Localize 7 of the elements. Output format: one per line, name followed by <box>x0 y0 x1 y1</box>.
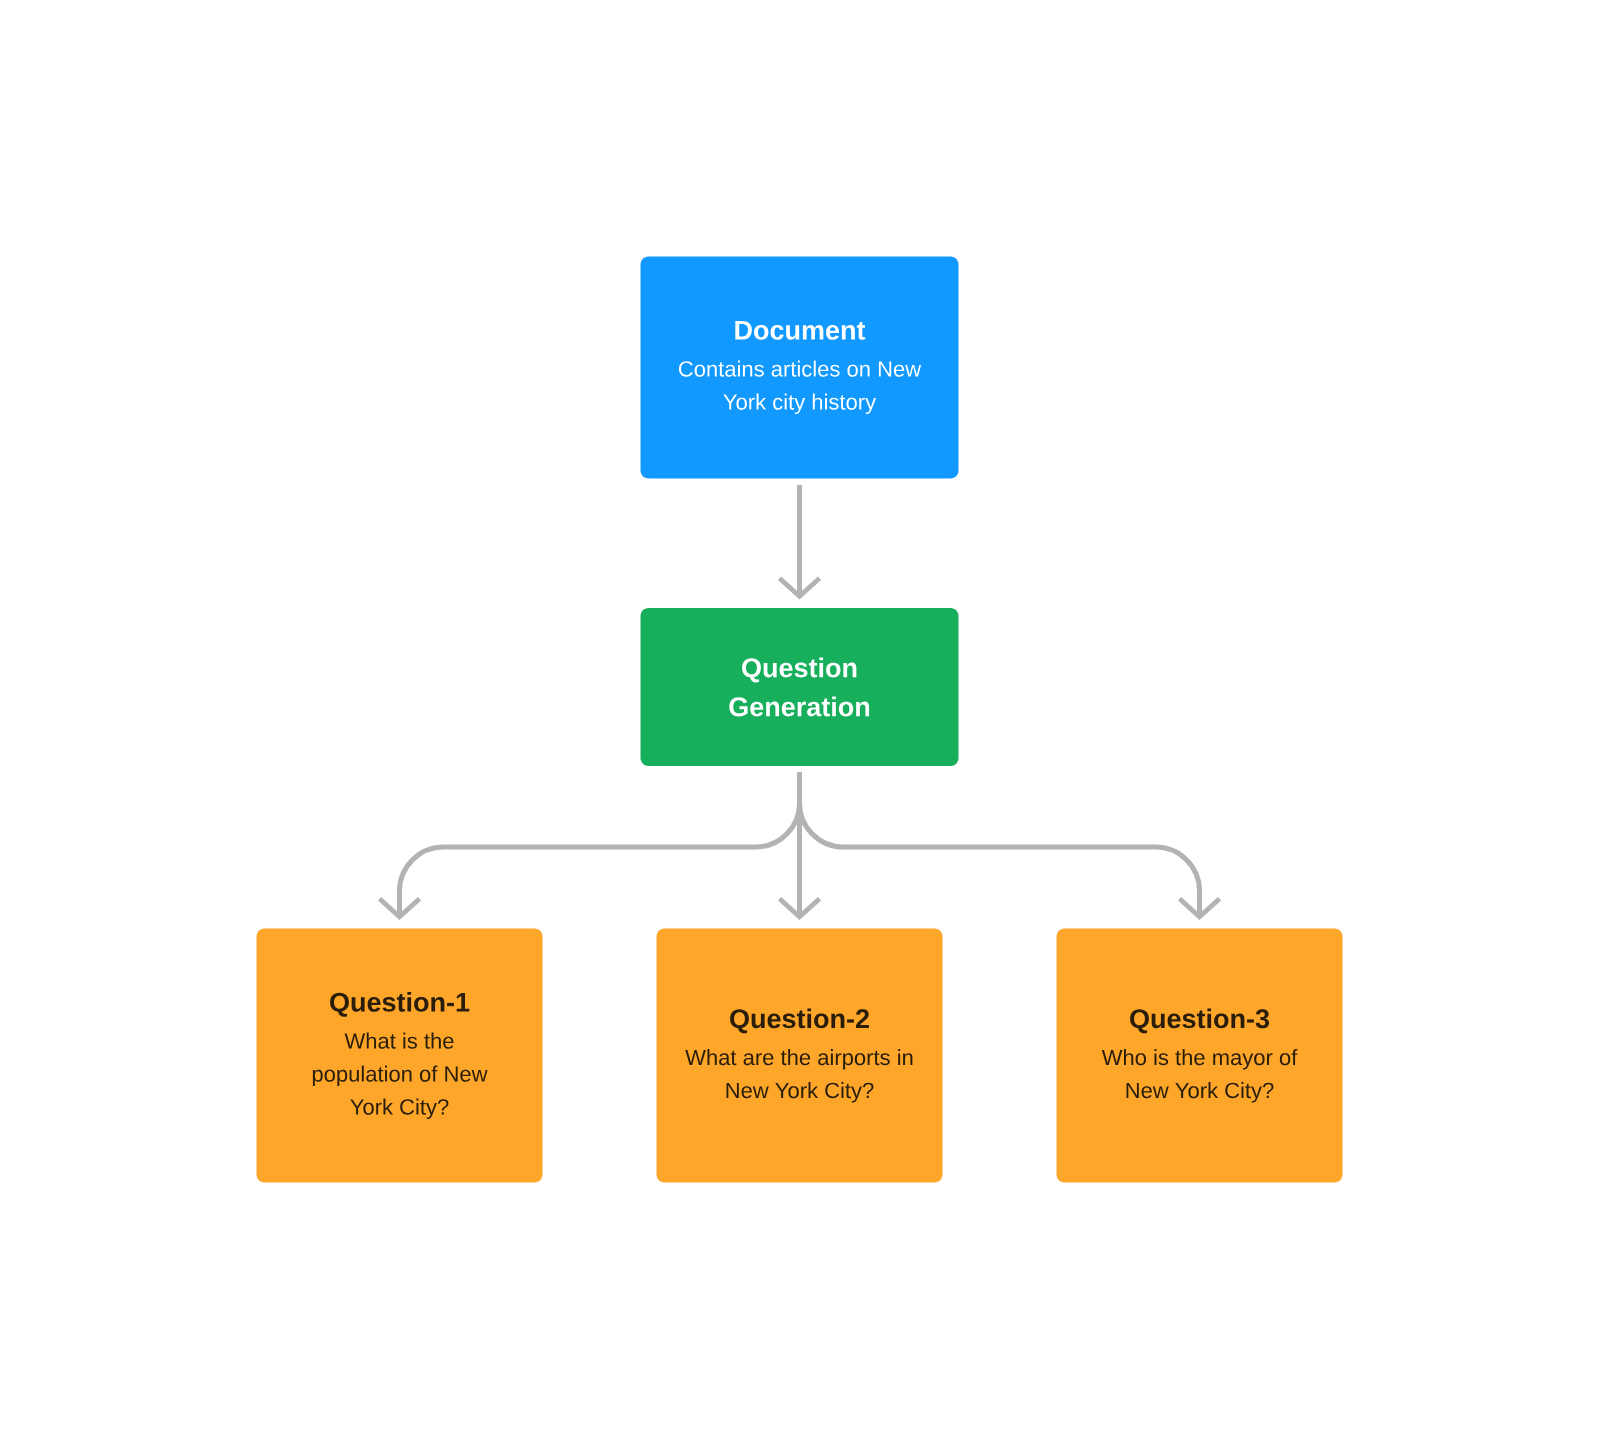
arrow <box>797 772 1222 921</box>
process-box: Question-3 Who is the mayor of New York City? <box>1056 928 1343 1183</box>
arrow <box>777 484 822 600</box>
process-box: Question Generation <box>640 608 959 766</box>
process-box: Question-1 What is the population of New York City? <box>256 928 543 1183</box>
process-box: Document Contains articles on New York city history <box>640 256 959 479</box>
process-box: Question-2 What are the airports in New York City? <box>656 928 943 1183</box>
